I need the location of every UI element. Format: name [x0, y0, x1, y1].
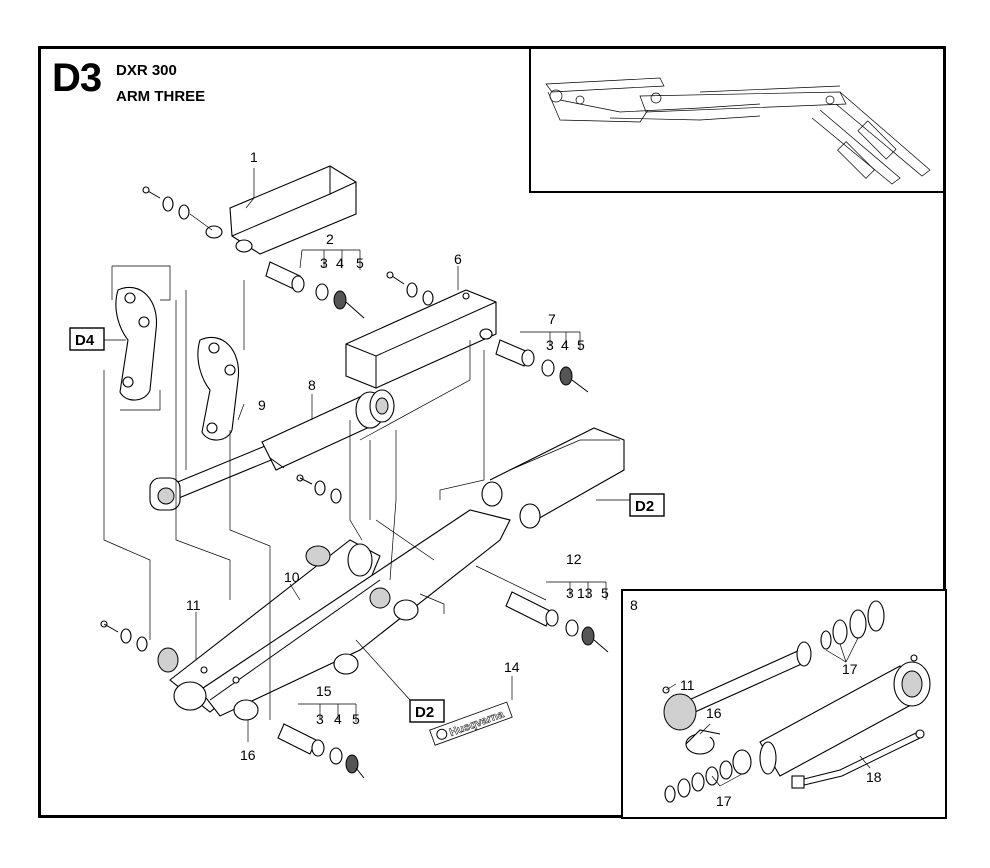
- detail-callout-18: 18: [866, 769, 882, 785]
- callout-12: 12: [566, 551, 582, 567]
- callout-2: 2: [326, 231, 334, 247]
- section-code: D3: [52, 56, 102, 100]
- callout-6: 6: [454, 251, 462, 267]
- detail-callout-numbers: 8 11 16 17 17 18: [630, 597, 882, 809]
- part-15-pin-assembly: [277, 703, 365, 779]
- callout-5d: 5: [352, 711, 360, 727]
- reference-d2-lower: D2: [415, 704, 434, 721]
- callout-13: 13: [577, 585, 593, 601]
- callout-4a: 4: [336, 255, 344, 271]
- callout-5c: 5: [601, 585, 609, 601]
- detail-callout-16: 16: [706, 705, 722, 721]
- reference-box-d2-lower: D2: [409, 699, 445, 723]
- callout-3d: 3: [316, 711, 324, 727]
- detail-callout-17-lower: 17: [716, 793, 732, 809]
- part-7-pin-assembly: [495, 331, 589, 393]
- reference-box-d2-upper: D2: [629, 493, 665, 517]
- part-9-link-plates: [115, 286, 240, 441]
- callout-numbers: 1 2 3 4 5 6 7 3 4 5 8 9 10 11 12 3 13 5 …: [186, 149, 609, 763]
- reference-d4: D4: [75, 332, 95, 349]
- part-2-pin-assembly: [265, 249, 365, 319]
- d2-upper-arm: [481, 427, 630, 529]
- bolt-set-lower-left: [100, 620, 148, 652]
- callout-16: 16: [240, 747, 256, 763]
- callout-8: 8: [308, 377, 316, 393]
- callout-3b: 3: [546, 337, 554, 353]
- detail-label-8: 8: [630, 597, 638, 613]
- callout-11: 11: [186, 597, 201, 613]
- callout-10: 10: [284, 569, 300, 585]
- diagram-frame: [38, 46, 946, 818]
- detail-callout-11: 11: [680, 677, 695, 693]
- callout-15: 15: [316, 683, 332, 699]
- cylinder-detail-drawing: [662, 600, 931, 803]
- reference-box-d4: D4: [69, 327, 126, 351]
- part-1-upper-bracket: [205, 165, 357, 255]
- callout-5a: 5: [356, 255, 364, 271]
- part-12-pin-assembly: [475, 565, 609, 653]
- callout-7: 7: [548, 311, 556, 327]
- callout-3a: 3: [320, 255, 328, 271]
- model-name: DXR 300: [116, 62, 177, 79]
- callout-14: 14: [504, 659, 520, 675]
- detail-callout-17-upper: 17: [842, 661, 858, 677]
- part-6-channel-bracket: [345, 289, 497, 389]
- part-8-hydraulic-cylinder: [149, 389, 395, 511]
- callout-5b: 5: [577, 337, 585, 353]
- callout-leaders: [195, 168, 513, 742]
- callout-4d: 4: [334, 711, 342, 727]
- overview-inset: [529, 47, 945, 193]
- callout-3c: 3: [566, 585, 574, 601]
- callout-4b: 4: [561, 337, 569, 353]
- callout-9: 9: [258, 397, 266, 413]
- bolt-set-middle: [386, 271, 434, 306]
- callout-1: 1: [250, 149, 258, 165]
- part-10-main-arm: [169, 509, 511, 717]
- overview-machine-sketch: [545, 77, 931, 185]
- assembly-axis-lines: [103, 265, 485, 720]
- bolt-set-center: [296, 474, 342, 504]
- bolt-set-top: [142, 186, 213, 231]
- reference-d2-upper: D2: [635, 498, 654, 515]
- bushings: [157, 545, 419, 721]
- assembly-title: ARM THREE: [116, 88, 206, 105]
